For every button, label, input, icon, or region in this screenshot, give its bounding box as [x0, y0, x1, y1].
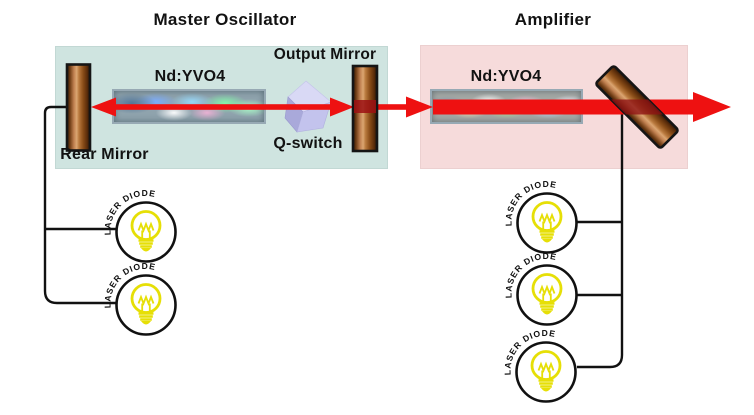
- laser-diode-label: LASER DIODE: [102, 188, 156, 235]
- laser-diode-icon: [115, 274, 177, 336]
- amplifier-ndyvo4-crystal: [430, 89, 583, 124]
- amplifier-title: Amplifier: [514, 10, 592, 29]
- rear-mirror-label: Rear Mirror: [60, 146, 149, 163]
- master-oscillator-title: Master Oscillator: [153, 10, 297, 29]
- q-switch-label: Q-switch: [273, 135, 343, 152]
- laser-diode-icon: [516, 264, 578, 326]
- oscillator-ndyvo4-crystal: [112, 89, 266, 124]
- laser-diode-icon: [516, 192, 578, 254]
- laser-diode-label: LASER DIODE: [503, 179, 557, 226]
- beam-arrowhead: [693, 92, 731, 122]
- laser-diode-icon: [115, 201, 177, 263]
- laser-diode-label: LASER DIODE: [102, 261, 156, 308]
- laser-diode-label: LASER DIODE: [503, 251, 557, 298]
- laser-diodes: LASER DIODE LASER DIODE LASER DIODE LASE…: [102, 179, 578, 403]
- laser-diode-label: LASER DIODE: [502, 328, 556, 375]
- laser-diode-icon: [515, 341, 577, 403]
- output-mirror-label: Output Mirror: [273, 46, 377, 63]
- amplifier-crystal-label: Nd:YVO4: [470, 68, 542, 85]
- oscillator-crystal-label: Nd:YVO4: [154, 68, 226, 85]
